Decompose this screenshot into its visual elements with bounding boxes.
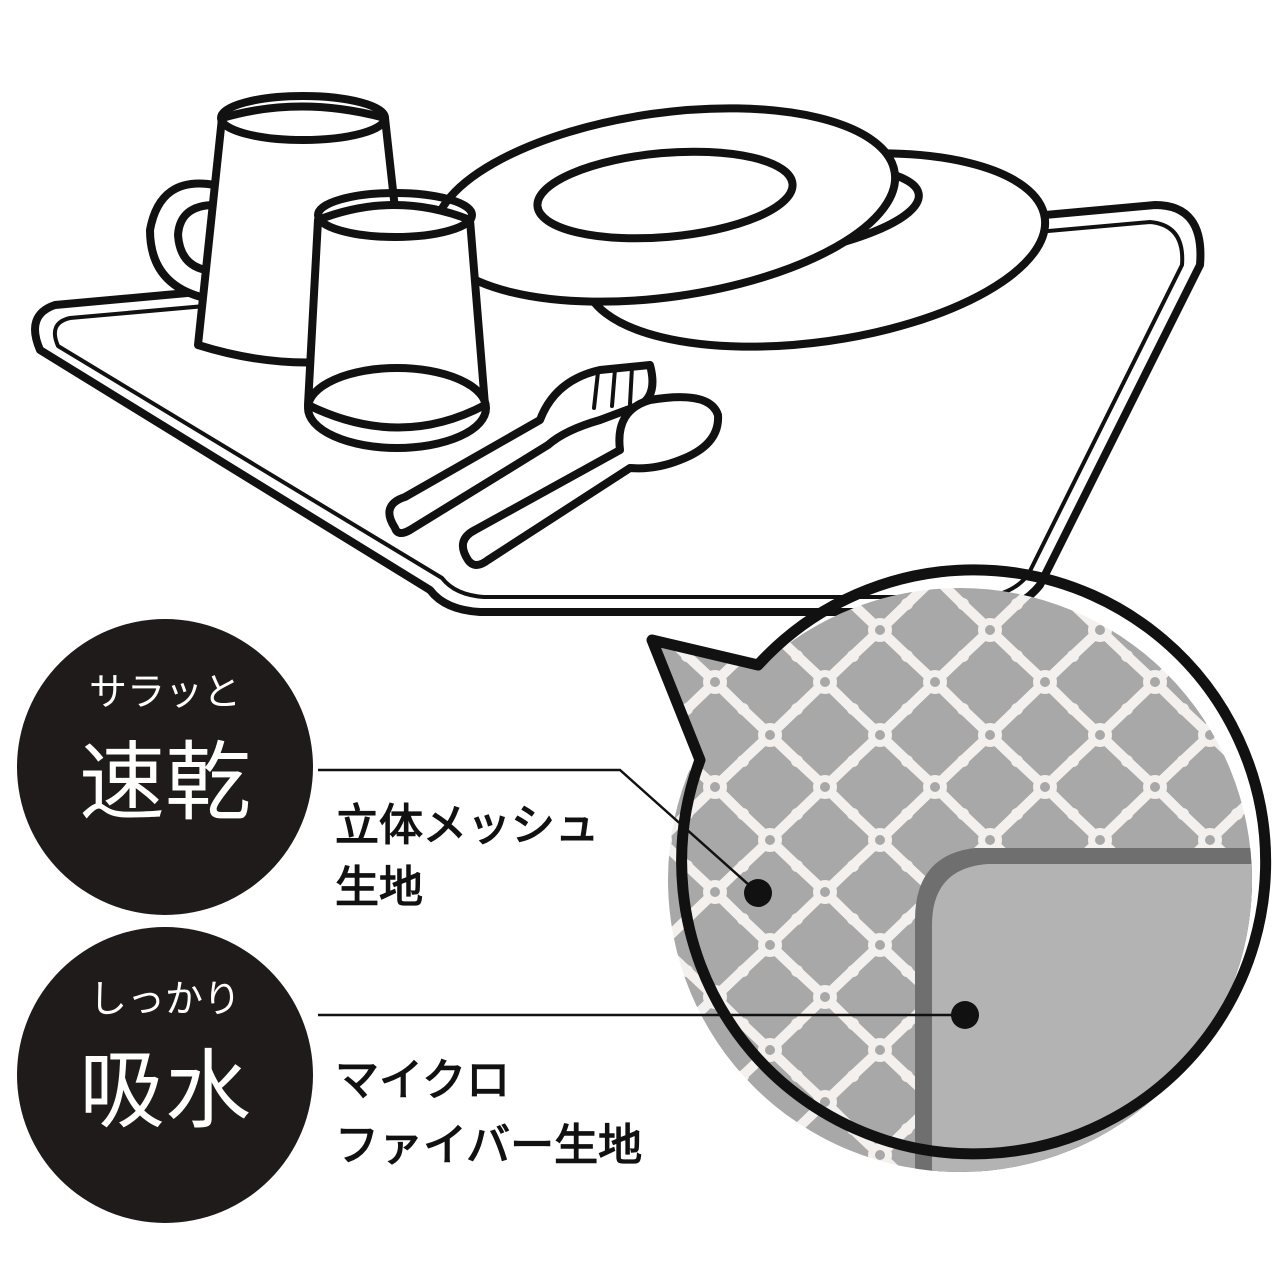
mesh-zoom-bubble bbox=[646, 564, 1272, 1172]
caption-mesh-line1: 立体メッシュ bbox=[335, 800, 599, 851]
badge-quick-dry-small-label: サラッと bbox=[89, 670, 241, 714]
leader-line-microfiber bbox=[318, 1001, 979, 1029]
caption-mesh-line2: 生地 bbox=[335, 862, 423, 913]
glass-icon bbox=[304, 189, 490, 452]
spoon-icon bbox=[458, 393, 723, 569]
badge-quick-dry: サラッと 速乾 bbox=[17, 619, 313, 915]
caption-microfiber-line2: ファイバー生地 bbox=[335, 1120, 642, 1171]
fork-icon bbox=[385, 361, 657, 537]
badge-quick-dry-big-label: 速乾 bbox=[79, 733, 251, 833]
caption-microfiber-line1: マイクロ bbox=[335, 1055, 510, 1106]
badge-absorb: しっかり 吸水 bbox=[17, 927, 313, 1223]
plate-front-icon bbox=[430, 104, 900, 306]
badge-absorb-big-label: 吸水 bbox=[79, 1041, 251, 1141]
leader-line-mesh bbox=[318, 768, 772, 907]
badge-absorb-small-label: しっかり bbox=[89, 977, 241, 1021]
